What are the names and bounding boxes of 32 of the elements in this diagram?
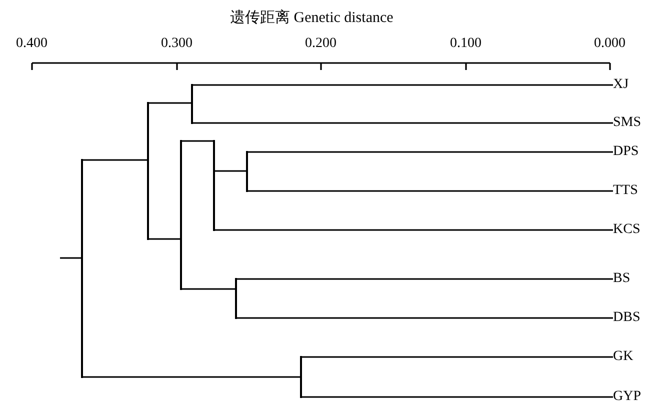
leaf-label: XJ xyxy=(613,77,629,93)
branch-line xyxy=(149,238,180,240)
leaf-label: TTS xyxy=(613,183,638,199)
branch-line xyxy=(83,159,147,161)
branch-line xyxy=(248,190,613,192)
branch-line xyxy=(193,84,613,86)
branch-line xyxy=(193,122,613,124)
leaf-label: DBS xyxy=(613,310,640,326)
branch-line xyxy=(60,257,81,259)
leaf-label: GK xyxy=(613,349,634,365)
leaf-label: BS xyxy=(613,271,630,287)
branch-line xyxy=(248,151,613,153)
leaf-label: DPS xyxy=(613,144,639,160)
branch-line xyxy=(83,376,300,378)
branch-line xyxy=(215,229,613,231)
tick-label: 0.300 xyxy=(161,36,192,52)
branch-line xyxy=(302,396,613,398)
tick-label: 0.000 xyxy=(594,36,626,52)
branch-line xyxy=(149,102,191,104)
leaf-label: GYP xyxy=(613,389,642,405)
branch-line xyxy=(302,356,613,358)
branch-line xyxy=(215,170,246,172)
branch-line xyxy=(182,140,213,142)
tick-label: 0.400 xyxy=(16,36,48,52)
leaf-label: SMS xyxy=(613,115,642,131)
branch-line xyxy=(237,278,613,280)
tick-label: 0.100 xyxy=(450,36,482,52)
leaf-label: KCS xyxy=(613,222,640,238)
branch-line xyxy=(182,288,235,290)
branch-line xyxy=(237,317,613,319)
tick-label: 0.200 xyxy=(305,36,336,52)
axis-title: 遗传距离 Genetic distance xyxy=(230,10,394,26)
